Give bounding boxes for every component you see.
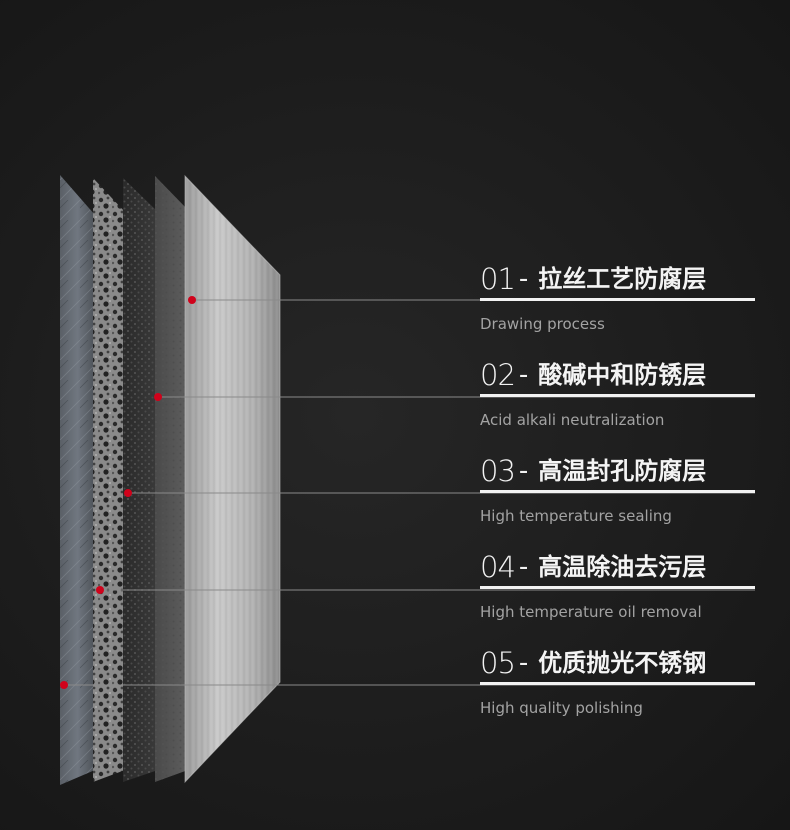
- layer-number: 02: [480, 358, 516, 392]
- layer-separator: -: [518, 264, 529, 294]
- layer-separator: -: [518, 456, 529, 486]
- layer-title: 拉丝工艺防腐层: [538, 265, 707, 293]
- leader-dot-4: [96, 586, 104, 594]
- leader-dot-2: [154, 393, 162, 401]
- leader-dot-3: [124, 489, 132, 497]
- leader-dot-1: [188, 296, 196, 304]
- layer-number: 04: [480, 550, 516, 584]
- layer-separator: -: [518, 360, 529, 390]
- title-underline: [480, 394, 755, 397]
- layer-label-02: 02 - 酸碱中和防锈层 Acid alkali neutralization: [480, 354, 755, 429]
- leader-dot-5: [60, 681, 68, 689]
- plate-dotted-dark: [123, 178, 158, 782]
- plate-back: [60, 175, 95, 785]
- title-underline: [480, 298, 755, 301]
- plate-dotted-grey: [155, 176, 188, 782]
- title-underline: [480, 490, 755, 493]
- layer-title: 高温封孔防腐层: [538, 457, 707, 485]
- layer-subtitle: Drawing process: [480, 315, 605, 333]
- layer-number: 03: [480, 454, 516, 488]
- layer-title: 酸碱中和防锈层: [538, 361, 707, 389]
- layer-label-03: 03 - 高温封孔防腐层 High temperature sealing: [480, 450, 755, 525]
- layer-number: 01: [480, 262, 516, 296]
- layer-title: 高温除油去污层: [538, 553, 707, 581]
- layer-subtitle: High temperature oil removal: [480, 603, 702, 621]
- layer-label-05: 05 - 优质抛光不锈钢 High quality polishing: [480, 642, 755, 717]
- layer-number: 05: [480, 646, 516, 680]
- layer-title: 优质抛光不锈钢: [538, 649, 707, 677]
- layer-subtitle: High quality polishing: [480, 699, 643, 717]
- layer-label-04: 04 - 高温除油去污层 High temperature oil remova…: [480, 546, 755, 621]
- layer-subtitle: Acid alkali neutralization: [480, 411, 665, 429]
- layer-separator: -: [518, 648, 529, 678]
- layer-subtitle: High temperature sealing: [480, 507, 672, 525]
- layer-label-01: 01 - 拉丝工艺防腐层 Drawing process: [480, 258, 755, 333]
- title-underline: [480, 586, 755, 589]
- plate-front-brushed: [184, 174, 281, 784]
- plate-speckled: [93, 178, 125, 782]
- leader-lines: [60, 296, 755, 689]
- title-underline: [480, 682, 755, 685]
- layer-separator: -: [518, 552, 529, 582]
